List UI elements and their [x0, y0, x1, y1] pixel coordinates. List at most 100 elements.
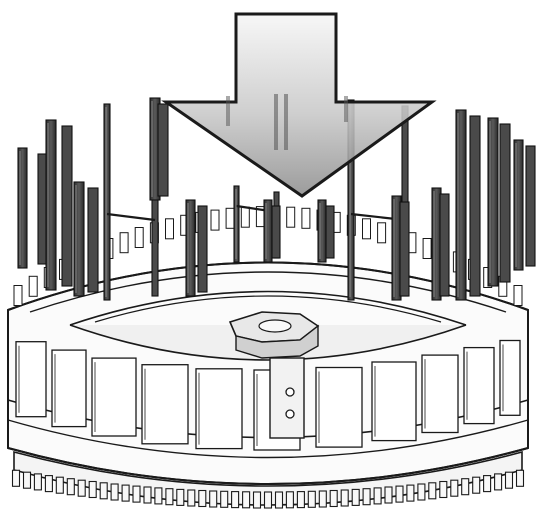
hairpin-leg: [17, 147, 28, 269]
hairpin-leg: [325, 205, 335, 259]
hairpin-leg: [197, 205, 208, 293]
gear-tooth: [285, 491, 294, 509]
hairpin-leg: [487, 117, 499, 287]
rim-slot: [301, 207, 311, 229]
gear-tooth: [143, 486, 152, 504]
hairpin-leg: [185, 199, 196, 297]
gear-tooth: [384, 486, 393, 504]
gear-tooth: [33, 473, 42, 491]
gear-tooth: [55, 476, 64, 494]
gear-tooth: [231, 491, 240, 509]
rim-slot: [13, 285, 23, 306]
housing-bay: [499, 339, 521, 416]
hairpin-leg: [233, 185, 240, 263]
gear-tooth: [121, 484, 130, 502]
gear-tooth: [351, 488, 360, 506]
gear-tooth: [318, 490, 327, 508]
gear-tooth: [132, 485, 141, 503]
hairpin-leg: [513, 139, 524, 271]
hairpin-leg: [347, 99, 355, 301]
hairpin-leg: [157, 103, 169, 197]
gear-tooth: [472, 476, 481, 494]
hairpin-conductors: [17, 97, 536, 301]
housing-bay: [15, 341, 47, 418]
hairpin-leg: [73, 181, 85, 297]
gear-tooth: [417, 483, 426, 501]
gear-tooth: [461, 478, 470, 496]
gear-tooth: [307, 490, 316, 508]
gear-tooth: [209, 490, 218, 508]
housing-bay: [141, 364, 189, 445]
gear-tooth: [198, 489, 207, 508]
housing-bay: [371, 361, 417, 442]
housing-bay: [91, 357, 137, 437]
hairpin-leg: [455, 109, 467, 301]
insertion-arrow: [161, 12, 437, 198]
gear-tooth: [494, 473, 503, 491]
housing-bay: [195, 368, 243, 450]
gear-tooth: [252, 491, 262, 509]
rim-slot: [165, 218, 174, 240]
gear-tooth: [274, 491, 284, 509]
gear-tooth: [88, 480, 97, 499]
hairpin-leg: [61, 125, 73, 287]
rim-slot: [377, 222, 387, 244]
gear-tooth: [11, 469, 21, 487]
housing-bays: [15, 339, 521, 451]
rim-slot: [286, 206, 296, 228]
gear-tooth: [362, 488, 371, 506]
rim-slot: [28, 275, 38, 297]
gear-tooth: [263, 491, 273, 509]
gear-tooth: [406, 484, 415, 502]
gear-tooth: [66, 478, 75, 496]
gear-tooth: [329, 489, 338, 508]
hairpin-leg: [87, 187, 99, 293]
gear-tooth: [340, 489, 349, 507]
rim-slot: [513, 285, 523, 306]
hex-nut: [228, 311, 320, 359]
gear-tooth: [176, 488, 185, 506]
hairpin-leg: [439, 193, 450, 297]
gear-tooth: [296, 491, 305, 509]
rim-slot: [225, 207, 235, 229]
gear-tooth: [110, 483, 119, 501]
housing-bay: [463, 346, 495, 425]
gear-tooth: [504, 471, 514, 489]
rim-slot: [240, 206, 250, 228]
hairpin-leg: [399, 201, 410, 297]
gear-tooth: [515, 469, 525, 487]
gear-tooth: [22, 471, 32, 489]
gear-tooth: [44, 475, 53, 493]
gear-tooth: [373, 487, 382, 505]
gear-tooth: [99, 482, 108, 500]
hairpin-leg: [469, 115, 481, 297]
gear-tooth: [77, 479, 86, 497]
hairpin-leg: [103, 103, 111, 301]
gear-tooth: [242, 491, 251, 509]
rim-slot: [362, 218, 371, 240]
gear-tooth: [220, 490, 229, 508]
center-plate: [269, 357, 305, 439]
gear-ring: [11, 450, 525, 509]
hairpin-leg: [499, 123, 511, 283]
rim-slot: [134, 227, 144, 248]
housing-bay: [315, 366, 363, 448]
gear-tooth: [428, 482, 437, 500]
hairpin-leg: [317, 199, 327, 263]
gear-tooth: [450, 479, 459, 497]
gear-tooth: [187, 489, 196, 507]
hairpin-leg: [45, 119, 57, 291]
gear-tooth: [483, 475, 492, 493]
gear-tooth: [395, 485, 404, 503]
hairpin-leg: [525, 145, 536, 267]
hairpin-bridge: [106, 212, 156, 222]
gear-tooth: [439, 480, 448, 499]
hairpin-leg: [263, 199, 273, 263]
gear-teeth: [11, 469, 525, 509]
rim-slot: [119, 232, 129, 254]
hairpin-leg: [271, 205, 281, 259]
rim-slot: [422, 238, 432, 259]
gear-tooth: [154, 487, 163, 505]
